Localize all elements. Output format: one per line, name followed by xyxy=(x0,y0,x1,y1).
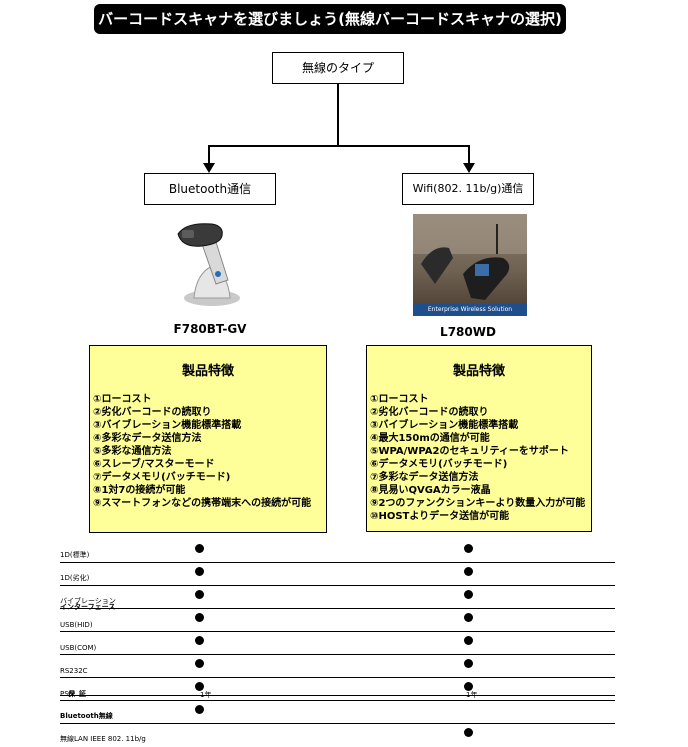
supported-dot-icon xyxy=(464,567,473,576)
feature-item: ②劣化バーコードの読取り xyxy=(93,406,326,419)
spec-label: 1D(標準) xyxy=(60,550,89,560)
supported-dot-icon xyxy=(195,636,204,645)
features-panel-f780bt: 製品特徴 ①ローコスト ②劣化バーコードの読取り ③バイブレーション機能標準搭載… xyxy=(89,345,327,533)
feature-item: ③バイブレーション機能標準搭載 xyxy=(370,419,591,432)
warranty-value-l780wd: 1年 xyxy=(466,690,477,700)
spec-row: Bluetooth無線 xyxy=(60,701,615,724)
features-panel-l780wd: 製品特徴 ①ローコスト ②劣化バーコードの読取り ③バイブレーション機能標準搭載… xyxy=(366,345,592,532)
feature-item: ①ローコスト xyxy=(370,393,591,406)
connector-vertical-root xyxy=(337,84,339,146)
warranty-value-f780bt: 1年 xyxy=(200,690,211,700)
spec-label: USB(HID) xyxy=(60,621,93,629)
scanner-image-l780wd: Enterprise Wireless Solution xyxy=(413,214,527,316)
spec-row: インターフェース USB(HID) xyxy=(60,609,615,632)
feature-item: ⑧1対7の接続が可能 xyxy=(93,484,326,497)
feature-item: ⑨スマートフォンなどの携帯端末への接続が可能 xyxy=(93,497,326,510)
feature-item: ③バイブレーション機能標準搭載 xyxy=(93,419,326,432)
spec-label: Bluetooth無線 xyxy=(60,711,113,721)
model-name-l780wd: L780WD xyxy=(402,325,534,339)
spec-row: RS232C xyxy=(60,655,615,678)
spec-label: RS232C xyxy=(60,667,88,675)
arrow-down-icon xyxy=(203,163,215,173)
spec-row: USB(COM) xyxy=(60,632,615,655)
connector-left-drop xyxy=(208,145,210,165)
supported-dot-icon xyxy=(464,636,473,645)
feature-item: ⑥スレーブ/マスターモード xyxy=(93,458,326,471)
supported-dot-icon xyxy=(464,659,473,668)
row-divider xyxy=(60,695,615,696)
spec-label: 無線LAN IEEE 802. 11b/g xyxy=(60,734,146,744)
feature-item: ⑩HOSTよりデータ送信が可能 xyxy=(370,510,591,523)
feature-item: ④多彩なデータ送信方法 xyxy=(93,432,326,445)
features-title: 製品特徴 xyxy=(367,360,591,379)
spec-label: USB(COM) xyxy=(60,644,96,652)
feature-item: ①ローコスト xyxy=(93,393,326,406)
root-node-wireless-type: 無線のタイプ xyxy=(272,52,404,84)
scanner-image-f780bt xyxy=(172,214,250,308)
supported-dot-icon xyxy=(195,567,204,576)
image-caption-strip: Enterprise Wireless Solution xyxy=(413,304,527,316)
feature-item: ⑦データメモリ(バッチモード) xyxy=(93,471,326,484)
feature-item: ④最大150mの通信が可能 xyxy=(370,432,591,445)
supported-dot-icon xyxy=(464,590,473,599)
spec-group-label: インターフェース xyxy=(60,602,115,612)
supported-dot-icon xyxy=(195,659,204,668)
feature-item: ②劣化バーコードの読取り xyxy=(370,406,591,419)
spec-label: 1D(劣化) xyxy=(60,573,89,583)
supported-dot-icon xyxy=(195,613,204,622)
branch-wifi: Wifi(802. 11b/g)通信 xyxy=(402,173,534,205)
feature-item: ⑦多彩なデータ送信方法 xyxy=(370,471,591,484)
warranty-row: 保証 1年 1年 xyxy=(60,690,615,700)
supported-dot-icon xyxy=(195,590,204,599)
arrow-down-icon xyxy=(463,163,475,173)
spec-row: 無線LAN IEEE 802. 11b/g xyxy=(60,724,615,747)
features-title: 製品特徴 xyxy=(90,360,326,379)
warranty-label: 保証 xyxy=(68,689,90,699)
spec-comparison-table: 1D(標準) 1D(劣化) バイブレーション インターフェース USB(HID)… xyxy=(60,540,615,747)
page-title: バーコードスキャナを選びましょう(無線バーコードスキャナの選択) xyxy=(94,4,566,34)
feature-item: ⑧見易いQVGAカラー液晶 xyxy=(370,484,591,497)
branch-bluetooth: Bluetooth通信 xyxy=(144,173,276,205)
feature-item: ⑨2つのファンクションキーより数量入力が可能 xyxy=(370,497,591,510)
supported-dot-icon xyxy=(195,705,204,714)
connector-right-drop xyxy=(468,145,470,165)
connector-horizontal xyxy=(208,145,470,147)
supported-dot-icon xyxy=(195,544,204,553)
supported-dot-icon xyxy=(464,728,473,737)
spec-row: 1D(標準) xyxy=(60,540,615,563)
feature-item: ⑤多彩な通信方法 xyxy=(93,445,326,458)
feature-item: ⑤WPA/WPA2のセキュリティーをサポート xyxy=(370,445,591,458)
spec-row: 1D(劣化) xyxy=(60,563,615,586)
supported-dot-icon xyxy=(464,544,473,553)
spec-row: バイブレーション xyxy=(60,586,615,609)
supported-dot-icon xyxy=(464,613,473,622)
feature-item: ⑥データメモリ(バッチモード) xyxy=(370,458,591,471)
model-name-f780bt: F780BT-GV xyxy=(144,322,276,336)
